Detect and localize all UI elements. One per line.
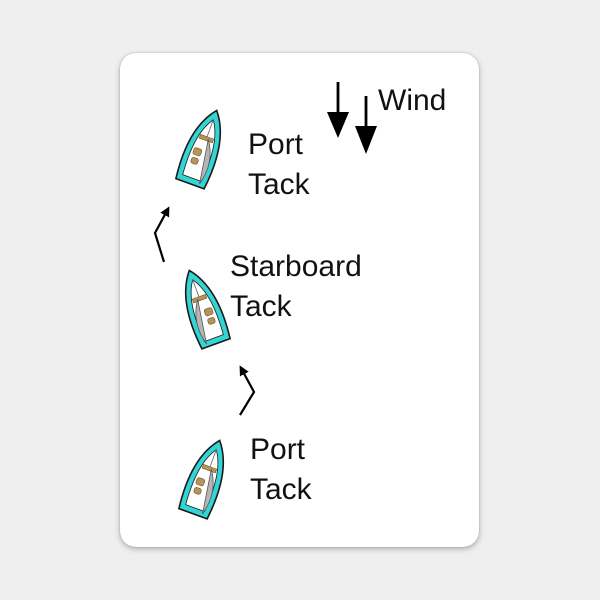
boat-label-port-tack-bottom: Port Tack (250, 430, 312, 510)
boat-label-line2: Tack (230, 290, 292, 323)
sail (195, 299, 207, 345)
boat-port-tack-top (173, 103, 233, 191)
arrow-down-icon (355, 96, 377, 154)
crew (203, 307, 216, 325)
boat-label-line1: Port (250, 433, 306, 466)
sail (202, 469, 214, 515)
boat-label-line1: Starboard (230, 250, 362, 283)
crew (190, 147, 203, 165)
boat-label-starboard-tack: Starboard Tack (230, 247, 362, 327)
boat-label-line2: Tack (248, 168, 310, 201)
course-arrow-icon (153, 206, 170, 263)
wind-arrows (327, 82, 377, 154)
boat-port-tack-bottom (176, 433, 236, 521)
sticker-card (120, 53, 479, 547)
boat-label-line2: Tack (250, 473, 312, 506)
boat-starboard-tack (173, 263, 233, 351)
arrow-down-icon (327, 82, 349, 138)
course-arrow-icon (239, 365, 256, 416)
crew (193, 477, 206, 495)
sail (199, 139, 211, 185)
boat-label-line1: Port (248, 128, 304, 161)
wind-label: Wind (378, 84, 447, 117)
boat-label-port-tack-top: Port Tack (248, 125, 310, 205)
